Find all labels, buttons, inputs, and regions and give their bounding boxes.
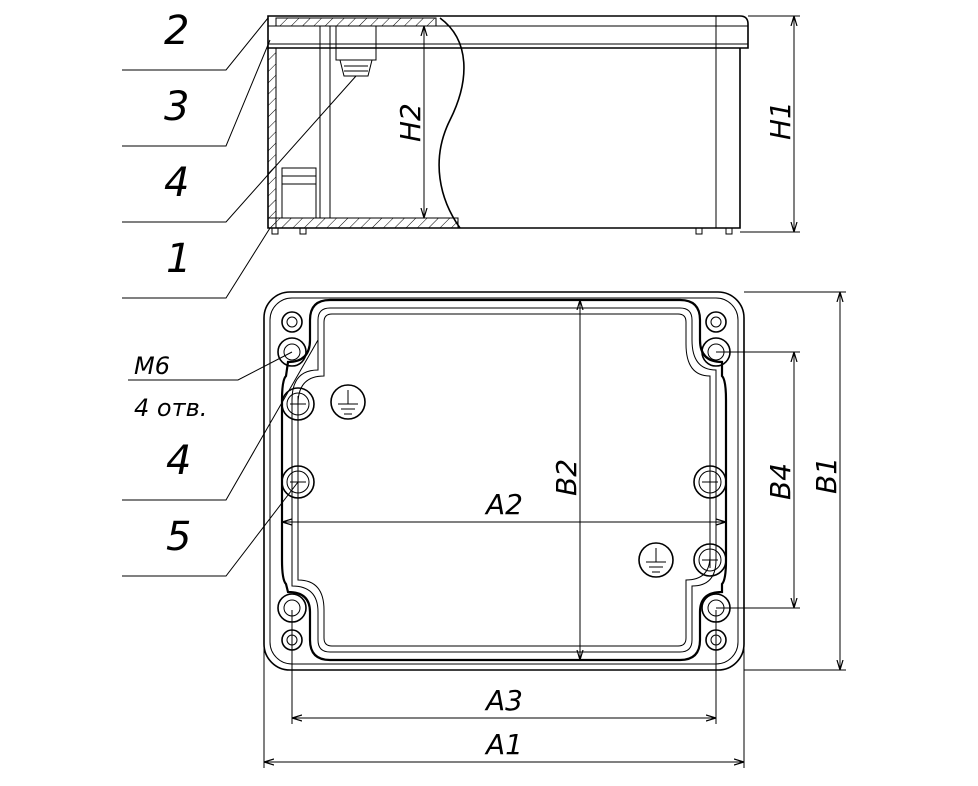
- dim-B4: B4: [764, 463, 797, 500]
- callout-2: 2: [164, 8, 189, 54]
- callout-4-top: 4: [166, 438, 191, 484]
- callout-5: 5: [166, 514, 191, 560]
- mounting-holes: [277, 311, 731, 651]
- dim-A2: A2: [484, 488, 523, 521]
- callout-4-side: 4: [164, 160, 189, 206]
- dim-B1: B1: [810, 457, 843, 494]
- top-view: [263, 291, 745, 671]
- dim-H1: H1: [764, 101, 797, 140]
- ground-symbol-icon: [330, 384, 366, 420]
- dim-H2: H2: [394, 103, 427, 142]
- callout-1: 1: [166, 236, 191, 282]
- dim-A3: A3: [484, 684, 523, 717]
- thread-qty: 4 отв.: [134, 394, 207, 422]
- ground-symbol-icon: [638, 542, 674, 578]
- side-leaders: [122, 17, 357, 299]
- side-view: [267, 15, 800, 235]
- screws: [281, 387, 727, 577]
- top-dimensions: [263, 291, 846, 768]
- callout-3: 3: [164, 84, 189, 130]
- thread-size: M6: [134, 352, 170, 380]
- top-leaders: [122, 339, 319, 577]
- dim-B2: B2: [550, 459, 583, 496]
- dim-A1: A1: [484, 728, 523, 761]
